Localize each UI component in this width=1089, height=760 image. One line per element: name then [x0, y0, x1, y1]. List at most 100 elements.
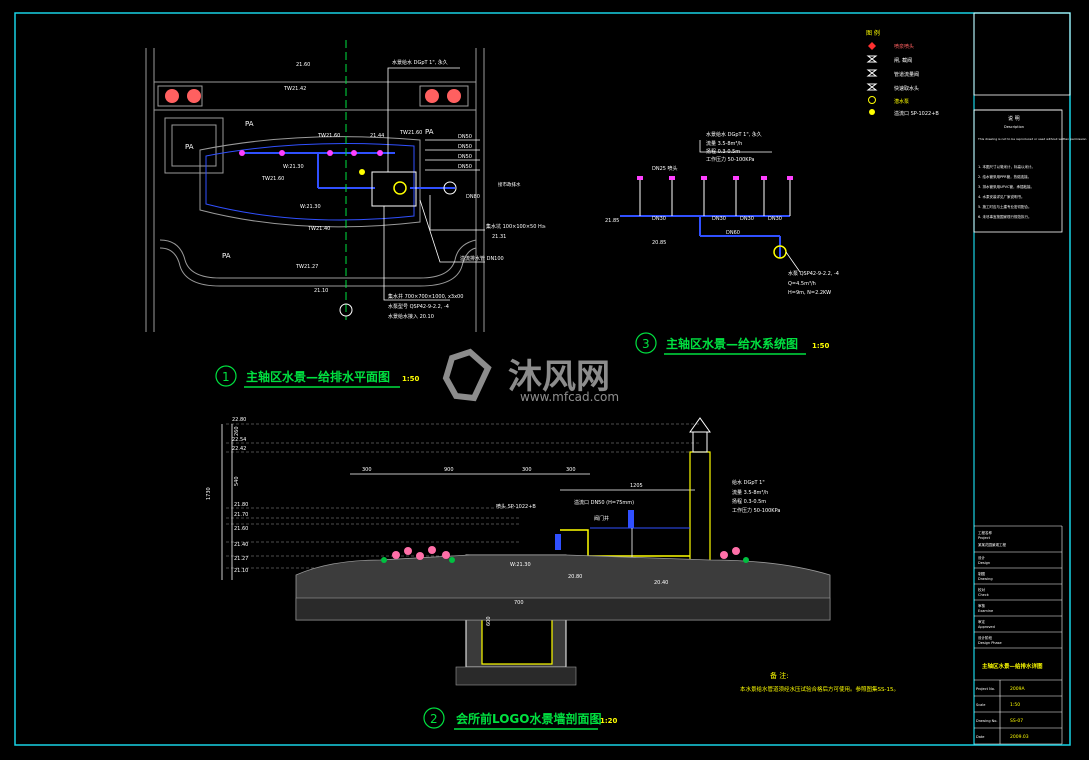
section-dim: 700: [514, 600, 524, 606]
title-block-value: 某某花园景观工程: [978, 542, 1006, 547]
svg-text:喷泉喷头: 喷泉喷头: [894, 43, 914, 50]
drawing-date: 2009.03: [1010, 734, 1029, 740]
section-label-overflow: 溢流口 DN50 (H=75mm): [574, 499, 634, 506]
title-block-label: Project No.: [976, 687, 995, 691]
plan-label-dn: DN50: [458, 154, 472, 160]
system-label-dn: DN30: [712, 216, 726, 222]
nozzle-icon: [868, 42, 876, 50]
plan-label-dn: DN50: [458, 134, 472, 140]
drawing-scale: 1:50: [1010, 702, 1020, 708]
lamp-icon: [165, 89, 179, 103]
title-block-label: 审核: [978, 603, 986, 608]
section-label-valve: 阀门井: [594, 515, 609, 522]
section-level: 21.60: [234, 526, 248, 532]
title-block-header-sub: Description: [1004, 125, 1024, 129]
system-level: 21.85: [605, 218, 619, 224]
plan-level: TW21.60: [317, 133, 340, 139]
section-label-head: 扬程 0.3-0.5m: [732, 498, 766, 505]
title-block-label: Scale: [976, 703, 985, 707]
title-block-label: Drawing No.: [976, 719, 997, 723]
plan-title-circle: [215, 365, 237, 387]
title-block-note: 5. 施工时应与土建专业密切配合。: [978, 204, 1031, 209]
section-level: 20.40: [654, 580, 668, 586]
system-label-pipe: 水景给水 DGpT 1", 永久: [706, 131, 762, 138]
title-block: 说 明 Description This drawing is not to b…: [973, 12, 1087, 745]
system-label-head: 扬程 0.3-0.5m: [706, 148, 740, 155]
plan-title: 主轴区水景—给排水平面图: [246, 369, 390, 384]
sheet-border: [14, 12, 1071, 746]
plan-label-dn: DN50: [458, 144, 472, 150]
plan-scale: 1:50: [402, 375, 420, 383]
plan-label-pa: PA: [222, 252, 231, 260]
section-title: 会所前LOGO水景墙剖面图: [456, 711, 601, 726]
plan-level: 21.31: [492, 234, 506, 240]
system-label-press: 工作压力 50-100KPa: [706, 156, 754, 163]
title-block-label: Date: [976, 735, 984, 739]
system-label-dn: DN30: [740, 216, 754, 222]
system-title-circle: [635, 332, 657, 354]
watermark: 沐风网 www.mfcad.com: [442, 348, 619, 404]
system-label-dn: DN30: [768, 216, 782, 222]
plan-level: TW21.42: [283, 86, 306, 92]
plan-label-well: 集水井 700×700×1000, x3x00: [388, 293, 463, 300]
section-label-flow: 流量 3.5-8m³/h: [732, 489, 768, 496]
plan-level: TW21.60: [399, 130, 422, 136]
section-label-pipe: 给水 DGpT 1": [732, 479, 765, 486]
system-label-pump: Q=4.5m³/h: [788, 281, 816, 287]
plan-level: W:21.30: [283, 164, 304, 170]
section-dim: 260: [234, 426, 240, 436]
title-block-label: 制图: [978, 571, 986, 576]
title-block-label: Design: [978, 561, 990, 565]
section-dim: 540: [234, 476, 240, 486]
plan-label-sump: 集水坑 100×100×50 H≥: [486, 223, 546, 230]
system-label-pump: H=9m, N=2.2KW: [788, 290, 831, 296]
drawing-title: 主轴区水景—给排水详图: [982, 662, 1043, 670]
plan-label-pipe: 水景给水 DGpT 1", 永久: [392, 59, 448, 66]
title-block-note: 6. 未尽事宜按国家现行规范执行。: [978, 214, 1031, 219]
title-block-label: Design Phase: [978, 641, 1002, 645]
legend-item: 闸, 截阀: [866, 55, 912, 64]
plan-label-pump: 水泵型号 QSP42-9-2.2, -4: [388, 303, 449, 310]
title-block-label: Check: [978, 593, 990, 597]
section-level: 21.10: [234, 568, 248, 574]
section-label-wlevel: W:21.30: [510, 562, 531, 568]
title-block-note: 4. 水泵安装详见厂家说明书。: [978, 194, 1024, 199]
section-level: 21.40: [234, 542, 248, 548]
plan-label-overflow: 溢流排水管 DN100: [460, 255, 504, 262]
title-block-header: 说 明: [1008, 115, 1020, 122]
svg-text:闸, 截阀: 闸, 截阀: [894, 57, 912, 64]
system-label-dn: DN60: [726, 230, 740, 236]
section-note-title: 备 注:: [770, 671, 789, 680]
pump-icon: [868, 96, 876, 104]
title-block-note-en: This drawing is not to be reproduced or …: [977, 137, 1087, 141]
system-diagram: 水景给水 DGpT 1", 永久 流量 3.5-8m³/h 扬程 0.3-0.5…: [605, 131, 839, 355]
section-drawing: 22.80 22.54 22.42 21.80 21.70 21.60 21.4…: [206, 417, 899, 730]
system-title-number: 3: [642, 337, 650, 351]
title-block-label: 校对: [978, 587, 986, 592]
title-block-label: Approved: [978, 625, 995, 629]
lamp-icon: [447, 89, 461, 103]
section-level: 20.80: [568, 574, 582, 580]
drawing-no: SS-07: [1010, 718, 1023, 724]
legend-item: 潜水泵: [868, 96, 909, 105]
system-label-flow: 流量 3.5-8m³/h: [706, 140, 742, 147]
section-dim: 900: [444, 467, 454, 473]
title-block-note: 1. 本图尺寸以毫米计，标高以米计。: [978, 164, 1035, 169]
lamp-icon: [425, 89, 439, 103]
plan-level: W:21.30: [300, 204, 321, 210]
section-dim: 1205: [630, 483, 643, 489]
section-level: 21.27: [234, 556, 248, 562]
plan-drawing: PA PA PA PA 21.60 TW21.42 TW21.60 21.44 …: [145, 40, 546, 388]
section-label-press: 工作压力 50-100KPa: [732, 507, 780, 514]
svg-text:管道流量阀: 管道流量阀: [894, 71, 919, 78]
section-note-text: 本水景给水管道须经水压试验合格后方可使用。参照图集SS-15。: [740, 685, 899, 693]
plan-level: 21.10: [314, 288, 328, 294]
section-level: 22.42: [232, 446, 246, 452]
title-block-label: 审定: [978, 619, 986, 624]
plan-label-note: 水景给水接入 20.10: [388, 313, 434, 320]
valve-icon: [866, 69, 878, 77]
title-block-label: Drawing: [978, 577, 993, 581]
section-level: 22.80: [232, 417, 246, 423]
title-block-label: Examine: [978, 609, 993, 613]
